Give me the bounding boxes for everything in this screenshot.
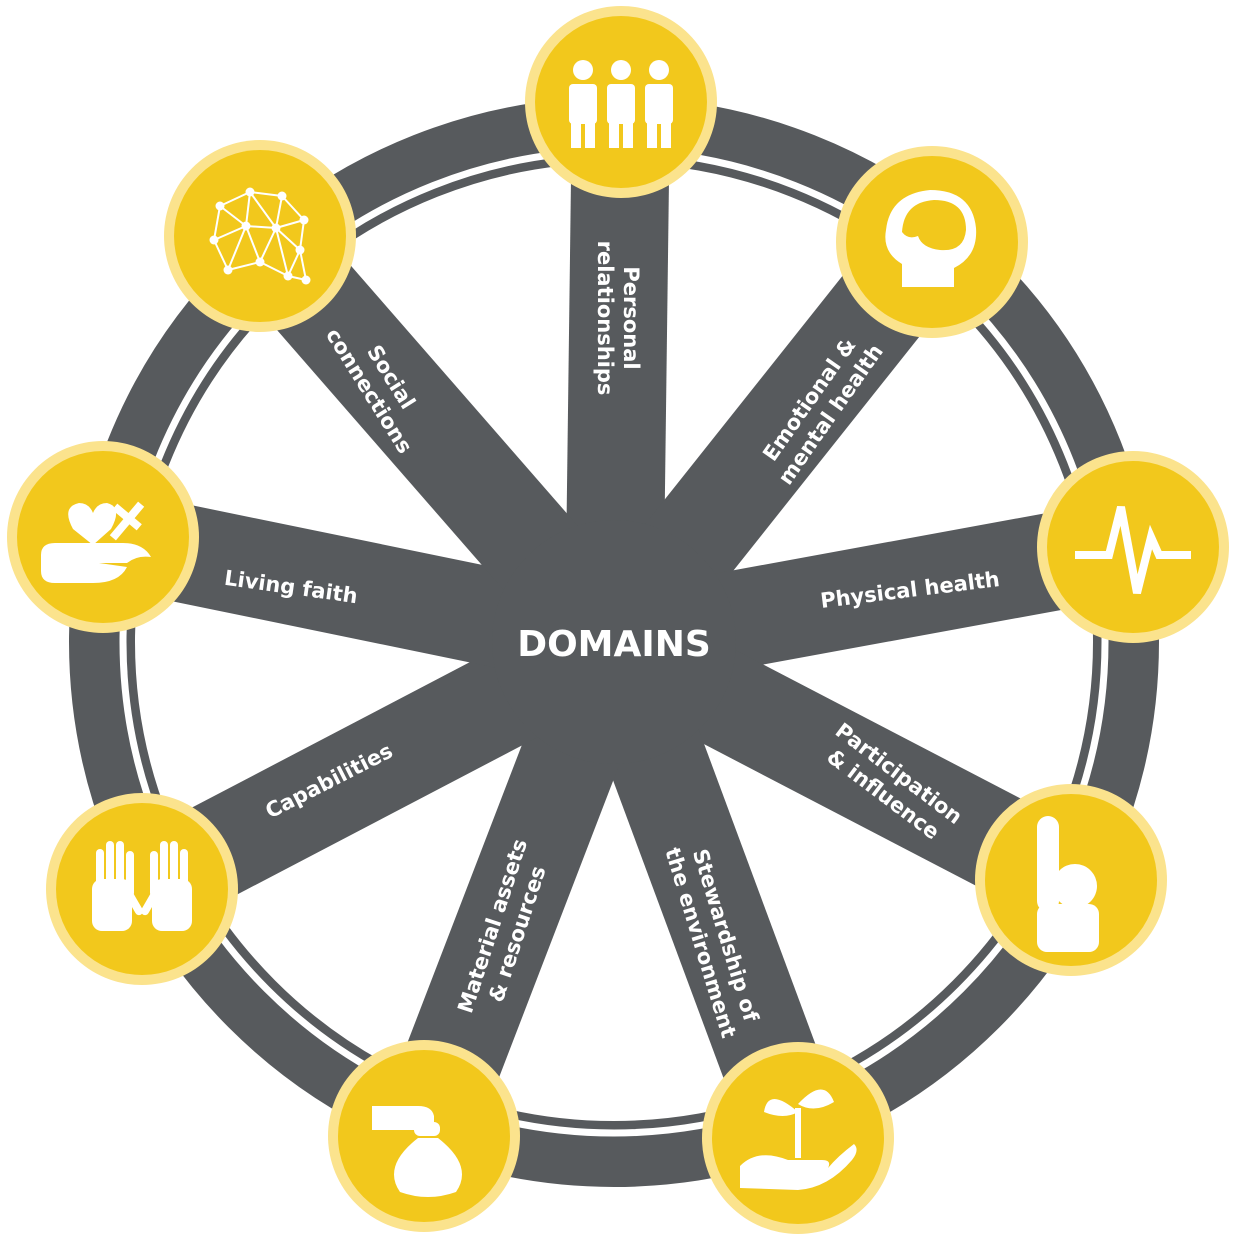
node-capabilities (46, 793, 238, 985)
heartbeat-icon (1075, 506, 1191, 594)
head-brain-icon (885, 190, 977, 287)
label-line: Personal (619, 266, 643, 369)
node-living-faith (7, 441, 199, 633)
people-icon (569, 60, 673, 148)
domain-nodes (7, 6, 1229, 1234)
label-line: relationships (593, 241, 617, 396)
node-material-assets-resources (328, 1040, 520, 1232)
hand-money-bag-icon (372, 1106, 462, 1197)
node-personal-relationships (525, 6, 717, 198)
node-participation-influence (975, 784, 1167, 976)
node-emotional-mental-health (836, 146, 1028, 338)
foam-finger-icon (1037, 816, 1099, 952)
center-title: DOMAINS (517, 624, 711, 665)
node-disc (174, 150, 346, 322)
node-social-connections (164, 140, 356, 332)
hub: DOMAINS (492, 520, 736, 764)
node-disc (56, 803, 228, 975)
hands-icon (92, 841, 192, 931)
hand-seedling-icon (740, 1089, 857, 1190)
network-icon (209, 187, 311, 285)
node-stewardship-environment (702, 1042, 894, 1234)
node-disc (17, 451, 189, 623)
node-physical-health (1037, 451, 1229, 643)
hand-heart-cross-icon (41, 501, 151, 583)
node-disc (1047, 461, 1219, 633)
